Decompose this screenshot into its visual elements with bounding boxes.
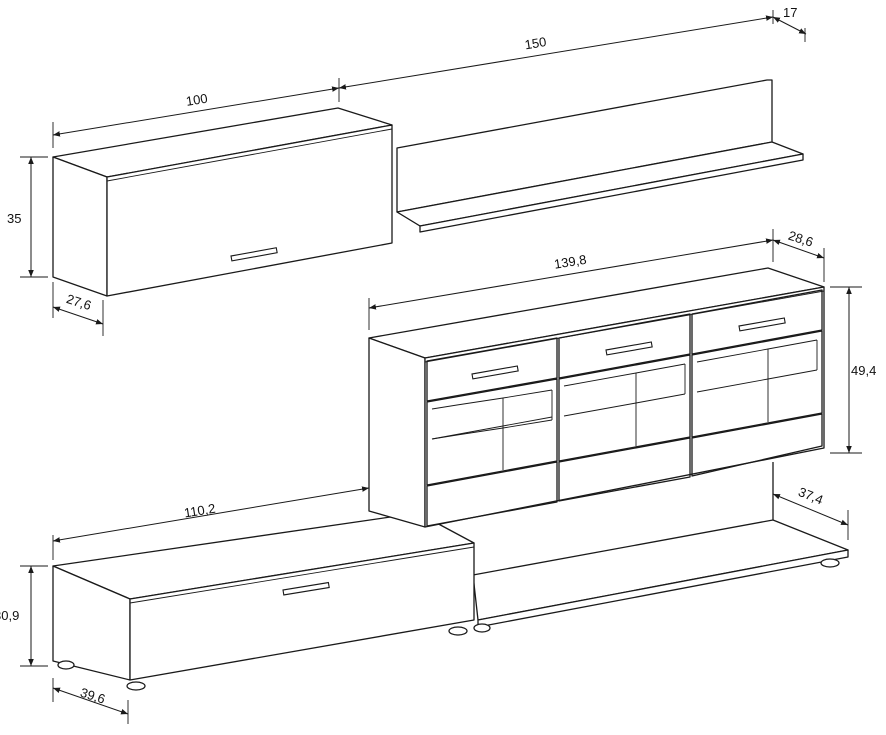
drawer-handle-right	[738, 317, 786, 332]
dim-sideboard-depth: 28,6	[786, 228, 815, 250]
tv-unit-foot	[57, 660, 75, 670]
low-shelf-foot	[473, 623, 491, 633]
sideboard-door-right	[691, 289, 823, 477]
dim-sideboard-width: 139,8	[553, 252, 587, 272]
sideboard-door-middle	[558, 313, 691, 502]
dim-sideboard-height: 49,4	[851, 363, 876, 378]
dim-tv-unit-depth: 39,6	[78, 685, 107, 707]
low-shelf-foot	[820, 558, 840, 568]
dim-wall-cabinet-width: 100	[185, 91, 209, 109]
tv-unit-foot	[448, 626, 468, 636]
wall-cabinet-handle	[230, 247, 278, 262]
dimension-lines	[20, 10, 862, 724]
dim-top-shelf-depth: 17	[783, 5, 797, 20]
tv-unit	[52, 512, 475, 691]
dim-tv-unit-width: 110,2	[183, 501, 217, 521]
tv-unit-handle	[282, 581, 330, 596]
sideboard	[368, 267, 825, 528]
dim-top-shelf-length: 150	[524, 34, 548, 52]
dim-tv-unit-height: 30,9	[0, 608, 19, 623]
dim-wall-cabinet-depth: 27,6	[65, 291, 94, 313]
tv-unit-foot	[126, 681, 146, 691]
dim-wall-cabinet-height: 35	[7, 211, 21, 226]
drawer-handle-middle	[605, 341, 653, 356]
dim-low-shelf-depth: 37,4	[796, 484, 825, 507]
low-floor-shelf	[472, 462, 849, 633]
drawer-handle-left	[471, 365, 519, 380]
top-wall-shelf	[396, 79, 804, 233]
wall-cabinet	[52, 107, 393, 297]
sideboard-door-left	[426, 337, 558, 527]
